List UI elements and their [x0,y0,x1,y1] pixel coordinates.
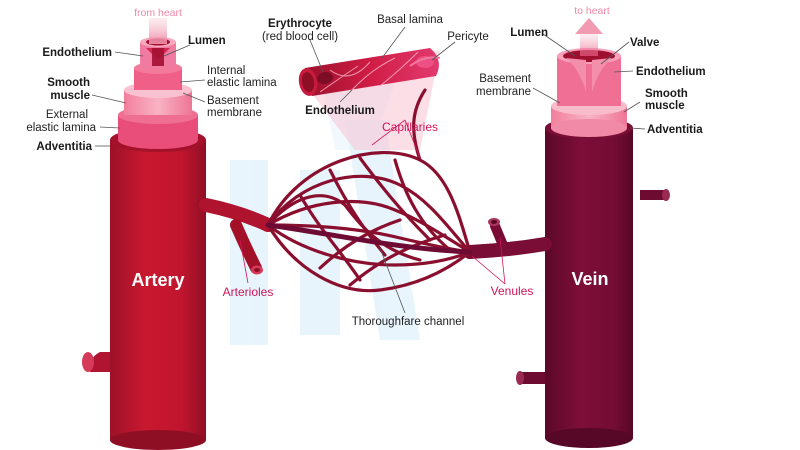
artery-basement-label-2: membrane [207,107,262,119]
vein-basement-label-2: membrane [476,86,531,98]
basal-lamina-label: Basal lamina [377,14,443,26]
erythrocyte-label: Erythrocyte [268,18,332,30]
artery-smooth-muscle-label-2: muscle [50,90,90,102]
thoroughfare-channel-label: Thoroughfare channel [352,316,465,328]
artery [82,18,206,450]
artery-lumen-label: Lumen [188,35,226,47]
pericyte-label: Pericyte [447,31,489,43]
artery-endothelium-label: Endothelium [42,47,112,59]
vein [516,18,670,448]
from-heart-label: from heart [134,7,182,19]
vein-smooth-muscle-label-2: muscle [645,100,685,112]
capillaries-label: Capillaries [382,120,438,134]
internal-elastic-label-1: Internal [207,65,245,77]
leader-lines [91,26,646,314]
vein-adventitia-label: Adventitia [647,124,703,136]
to-heart-label: to heart [574,5,610,17]
venules-label: Venules [491,284,534,298]
artery-smooth-muscle-label-1: Smooth [47,77,90,89]
external-elastic-label-1: External [46,109,88,121]
capillary-bed [199,88,552,293]
vein-smooth-muscle-label-1: Smooth [645,88,688,100]
red-blood-cell-label: (red blood cell) [262,31,338,43]
vein-endothelium-label: Endothelium [636,66,706,78]
vein-lumen-label: Lumen [510,27,548,39]
vein-label: Vein [571,269,608,289]
artery-label: Artery [131,270,184,290]
artery-adventitia-label: Adventitia [36,141,92,153]
internal-elastic-label-2: elastic lamina [207,77,277,89]
artery-basement-label-1: Basement [207,95,260,107]
vein-basement-label-1: Basement [479,73,532,85]
valve-label: Valve [630,37,659,49]
capillary-detail [298,48,441,96]
capillary-endothelium-label: Endothelium [305,105,375,117]
external-elastic-label-2: elastic lamina [26,122,96,134]
arterioles-label: Arterioles [223,285,274,299]
labels: from heart to heart Artery Vein Arteriol… [26,5,705,328]
